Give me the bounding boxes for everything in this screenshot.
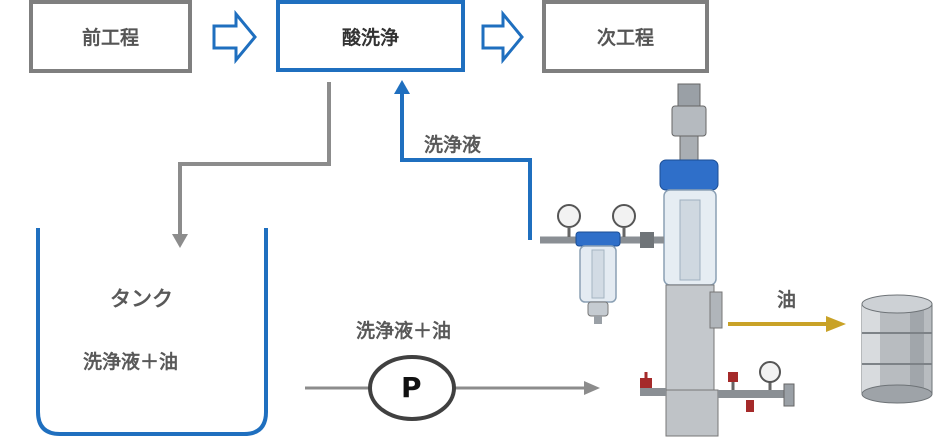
oil-arrowhead [826, 316, 846, 332]
acid-cleaning-step-box: 酸洗浄 [276, 0, 465, 72]
cleaning-fluid-return-line [400, 92, 532, 240]
next-step-box: 次工程 [542, 0, 709, 73]
tank-contents-label: 洗浄液＋油 [83, 351, 179, 373]
oil-label: 油 [777, 289, 797, 311]
tank-title-label: タンク [110, 287, 173, 311]
to-tank-line [178, 82, 331, 238]
pump-flow-arrowhead [584, 381, 600, 395]
return-arrowhead [394, 80, 410, 94]
flow-arrow-1 [212, 9, 257, 65]
to-tank-arrowhead [172, 234, 188, 248]
cleaning-fluid-label: 洗浄液 [424, 134, 482, 156]
next-step-label: 次工程 [596, 27, 654, 49]
prev-step-box: 前工程 [29, 0, 192, 73]
tank [36, 228, 268, 436]
flow-arrow-2 [481, 9, 524, 65]
pump-flow-label: 洗浄液＋油 [356, 320, 452, 342]
filtration-unit [540, 83, 795, 437]
prev-step-label: 前工程 [81, 27, 139, 49]
oil-drum [861, 294, 933, 404]
acid-cleaning-step-label: 酸洗浄 [341, 26, 399, 49]
pump-symbol [368, 355, 456, 421]
pump-letter: P [401, 371, 422, 404]
